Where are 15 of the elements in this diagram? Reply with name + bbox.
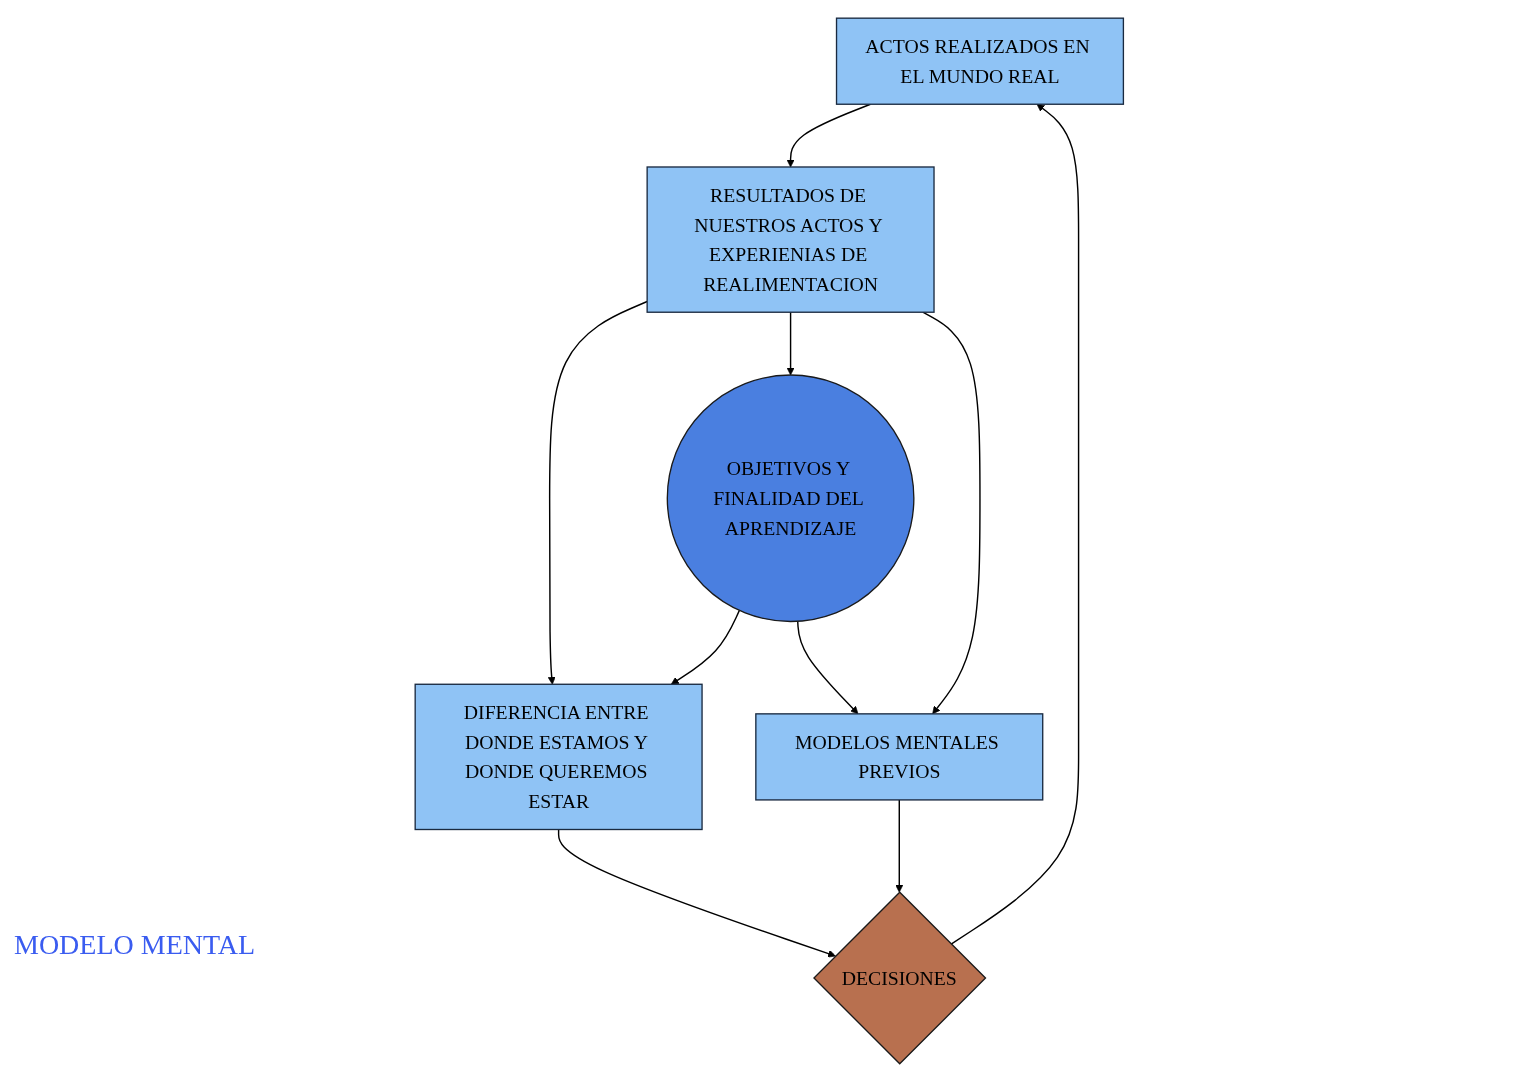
arrow — [786, 103, 872, 167]
arrow — [797, 620, 859, 714]
arrow — [922, 311, 981, 714]
arrow — [895, 798, 904, 893]
arrow — [558, 828, 836, 957]
arrow — [950, 103, 1080, 945]
node-box: DIFERENCIA ENTRE DONDE ESTAMOS Y DONDE QUEREMOS ESTAR — [414, 683, 703, 830]
node-diamond: DECISIONES — [813, 890, 987, 1065]
node-box: ACTOS REALIZADOS EN EL MUNDO REAL — [836, 17, 1125, 105]
arrow — [786, 311, 795, 375]
node-circle: OBJETIVOS Y FINALIDAD DEL APRENDIZAJE — [666, 373, 915, 622]
node-box: MODELOS MENTALES PREVIOS — [755, 712, 1044, 801]
node-box: RESULTADOS DE NUESTROS ACTOS Y EXPERIENIAS DE REALIMENTACION — [646, 165, 935, 313]
arrow — [671, 609, 741, 685]
diagram-label: MODELO MENTAL — [14, 929, 256, 961]
